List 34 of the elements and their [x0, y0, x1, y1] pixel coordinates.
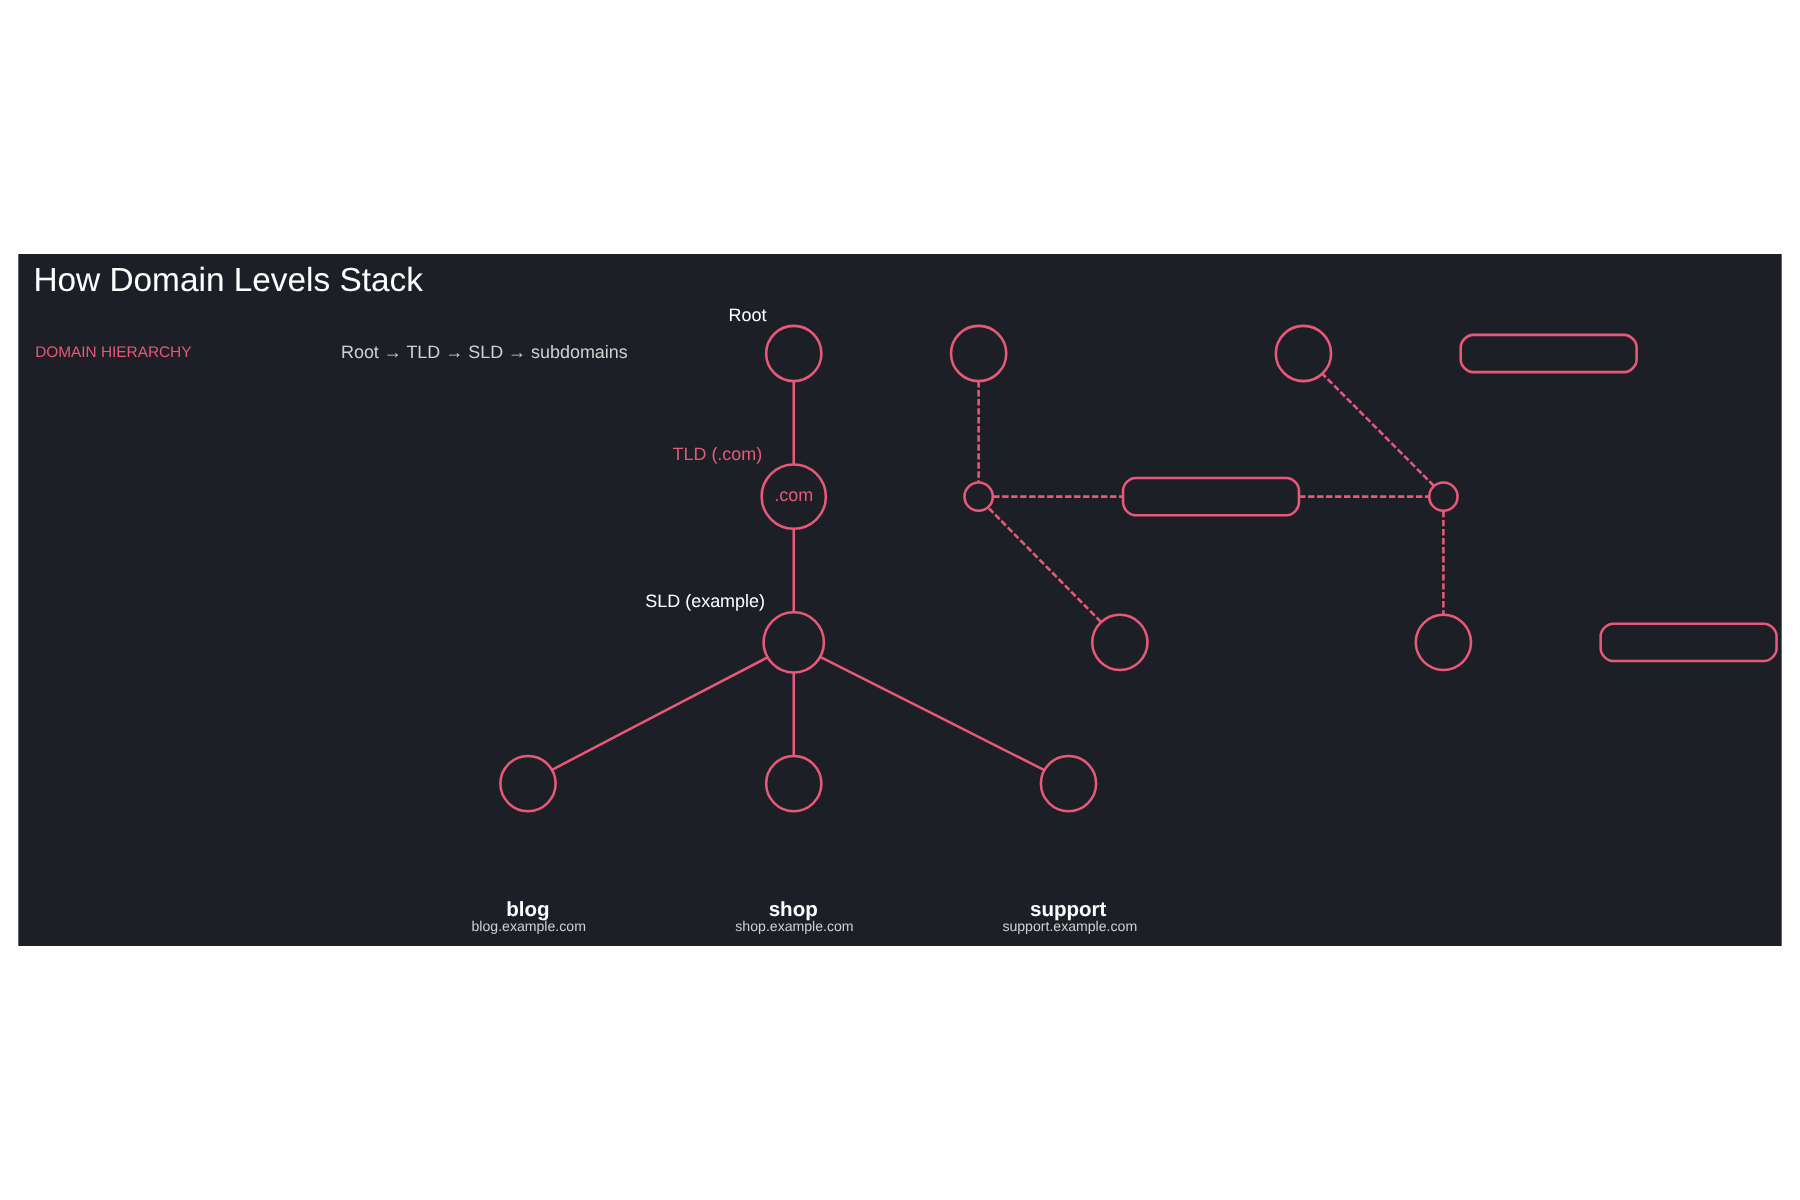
- node-label: blog: [506, 899, 550, 922]
- node-label: Root: [728, 305, 767, 326]
- node-circle: [764, 324, 823, 383]
- connector: [1442, 511, 1445, 615]
- connector: [820, 656, 1045, 772]
- connector: [977, 381, 980, 483]
- connector: [987, 506, 1102, 623]
- connector: [993, 495, 1123, 498]
- connector: [1321, 372, 1435, 487]
- node-circle: [499, 754, 557, 813]
- node-circle: [764, 754, 823, 813]
- node-label: TLD (.com): [672, 443, 763, 464]
- node-circle: [762, 610, 826, 674]
- connector: [1299, 495, 1429, 498]
- node-circle: [1428, 481, 1459, 513]
- connector: [551, 656, 768, 771]
- node-label: shop: [768, 899, 818, 922]
- node-circle: [1274, 324, 1333, 383]
- connector: [792, 381, 796, 465]
- label: Root → TLD → SLD → subdomains: [340, 342, 628, 363]
- node-circle: .com: [760, 463, 828, 531]
- node-label: support: [1029, 899, 1107, 922]
- node-circle: [1090, 613, 1149, 672]
- node-circle: [949, 324, 1008, 383]
- diagram-title: How Domain Levels Stack: [33, 260, 423, 299]
- node-box: [1459, 333, 1638, 374]
- node-box: [1599, 622, 1778, 663]
- connector: [792, 672, 796, 756]
- node-label: SLD (example): [645, 591, 765, 612]
- node-box: [1121, 476, 1301, 517]
- connector: [792, 529, 796, 613]
- node-circle: [963, 481, 995, 513]
- node-circle: [1039, 754, 1098, 813]
- node-circle: [1414, 613, 1473, 672]
